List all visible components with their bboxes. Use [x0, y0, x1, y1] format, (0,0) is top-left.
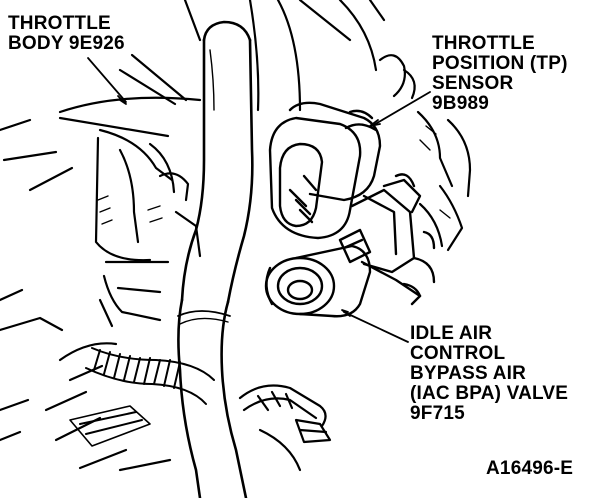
hatch-marks: [97, 125, 451, 225]
callout-line: (IAC BPA) VALVE: [410, 383, 569, 404]
tp-sensor-body: [268, 101, 382, 240]
callout-line: IDLE AIR: [410, 323, 493, 344]
callout-line: POSITION (TP): [432, 53, 568, 74]
leader-lines: [87, 57, 431, 343]
hose-clamp: [238, 384, 332, 472]
callout-line: BODY 9E926: [8, 33, 125, 54]
callout-line: 9B989: [432, 93, 489, 114]
iac-valve-port: [264, 244, 372, 318]
callout-line: 9F715: [410, 403, 465, 424]
iac-valve-callout: IDLE AIR CONTROL BYPASS AIR (IAC BPA) VA…: [410, 324, 568, 424]
vacuum-hose: [177, 20, 254, 498]
callout-line: BYPASS AIR: [410, 363, 527, 384]
callout-line: THROTTLE: [432, 33, 535, 54]
figure-id: A16496-E: [486, 458, 574, 479]
ribbed-air-duct: [69, 347, 215, 447]
callout-line: THROTTLE: [8, 13, 111, 34]
callout-line: SENSOR: [432, 73, 514, 94]
iac-valve-body: [338, 173, 436, 306]
throttle-body-housing: [0, 0, 472, 472]
callout-line: CONTROL: [410, 343, 506, 364]
throttle-body-callout: THROTTLE BODY 9E926: [8, 14, 125, 54]
tp-sensor-callout: THROTTLE POSITION (TP) SENSOR 9B989: [432, 34, 568, 114]
